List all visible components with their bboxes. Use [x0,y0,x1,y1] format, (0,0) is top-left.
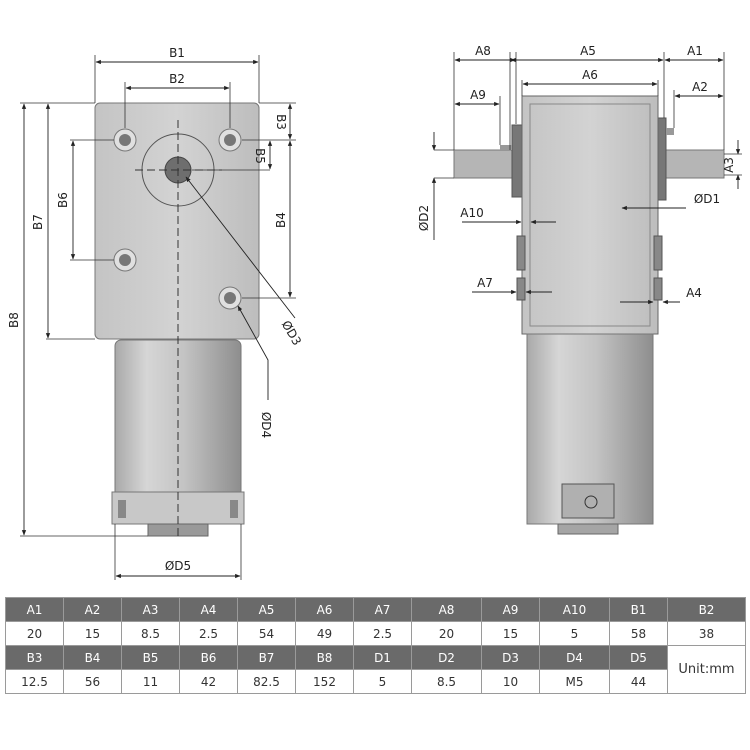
table-value-cell: 2.5 [179,621,238,646]
table-value-cell: 152 [295,669,354,694]
dim-d3-leader [185,176,296,319]
table-value-cell: 56 [63,669,122,694]
technical-drawing: B1 B2 B8 B7 B6 B4 B3 B5 ØD3 ØD4 ØD5 [7,44,742,580]
label-a8: A8 [475,44,491,58]
label-b5: B5 [253,148,267,164]
label-a9: A9 [470,88,486,102]
table-header-cell: B8 [295,645,354,670]
label-d1: ØD1 [694,192,720,206]
table-value-cell: 44 [609,669,668,694]
table-value-cell: 20 [411,621,482,646]
table-header-cell: B3 [5,645,64,670]
label-b2: B2 [169,72,185,86]
table-value-cell: 54 [237,621,296,646]
table-value-cell: 2.5 [353,621,412,646]
table-header-cell: B5 [121,645,180,670]
label-b3: B3 [274,114,288,130]
table-value-cell: M5 [539,669,610,694]
table-value-cell: 15 [63,621,122,646]
table-value-cell: 15 [481,621,540,646]
side-shaft-left [453,149,517,179]
table-header-cell: A3 [121,597,180,622]
table-header-cell: A1 [5,597,64,622]
table-header-cell: D1 [353,645,412,670]
dimension-table: A1 A2 A3 A4 A5 A6 A7 A8 A9 A10 B1 B2 20 … [5,597,746,694]
table-value-cell: 58 [609,621,668,646]
label-b1: B1 [169,46,185,60]
side-motor-terminal [561,483,615,519]
label-a1: A1 [687,44,703,58]
table-header-row: B3 B4 B5 B6 B7 B8 D1 D2 D3 D4 D5 Unit:mm [5,645,746,694]
table-header-cell: A8 [411,597,482,622]
table-value-cell: 8.5 [411,669,482,694]
table-header-cell: A9 [481,597,540,622]
table-value-cell: 11 [121,669,180,694]
table-value-cell: 20 [5,621,64,646]
table-value-cell: 5 [353,669,412,694]
table-header-cell: B6 [179,645,238,670]
unit-label: Unit:mm [667,645,746,694]
table-value-cell: 10 [481,669,540,694]
table-value-cell: 38 [667,621,746,646]
table-header-row: A1 A2 A3 A4 A5 A6 A7 A8 A9 A10 B1 B2 [5,597,746,622]
label-d3: ØD3 [279,318,304,348]
table-header-cell: A5 [237,597,296,622]
label-b7: B7 [31,214,45,230]
gearbox-plate [94,102,260,340]
label-d2: ØD2 [417,205,431,231]
table-header-cell: A6 [295,597,354,622]
table-value-cell: 8.5 [121,621,180,646]
dim-d4-leader [237,305,269,400]
table-header-cell: B4 [63,645,122,670]
table-value-row: 20 15 8.5 2.5 54 49 2.5 20 15 5 58 38 [5,621,746,646]
label-b8: B8 [7,312,21,328]
table-header-cell: B7 [237,645,296,670]
label-d4: ØD4 [259,412,273,438]
label-a6: A6 [582,68,598,82]
label-a3: A3 [722,157,736,173]
label-a5: A5 [580,44,596,58]
table-header-cell: D2 [411,645,482,670]
label-b4: B4 [274,212,288,228]
table-value-cell: 42 [179,669,238,694]
table-value-cell: 82.5 [237,669,296,694]
table-value-row: 12.5 56 11 42 82.5 152 5 8.5 10 M5 44 [5,669,746,694]
side-gearbox [521,95,659,335]
table-value-cell: 49 [295,621,354,646]
front-view: B1 B2 B8 B7 B6 B4 B3 B5 ØD3 ØD4 ØD5 [7,46,304,580]
table-header-cell: A10 [539,597,610,622]
label-b6: B6 [56,192,70,208]
label-a10: A10 [460,206,483,220]
label-a7: A7 [477,276,493,290]
table-value-cell: 5 [539,621,610,646]
table-header-cell: A2 [63,597,122,622]
table-header-cell: D5 [609,645,668,670]
side-shaft-right [663,149,725,179]
table-value-cell: 12.5 [5,669,64,694]
table-header-cell: B2 [667,597,746,622]
side-view: A8 A5 A1 A6 A9 A2 A3 ØD2 ØD1 A10 A7 A4 [417,44,742,535]
table-header-cell: A7 [353,597,412,622]
label-a4: A4 [686,286,702,300]
table-header-cell: D3 [481,645,540,670]
label-a2: A2 [692,80,708,94]
label-d5: ØD5 [165,559,191,573]
table-header-cell: B1 [609,597,668,622]
table-header-cell: D4 [539,645,610,670]
table-header-cell: A4 [179,597,238,622]
